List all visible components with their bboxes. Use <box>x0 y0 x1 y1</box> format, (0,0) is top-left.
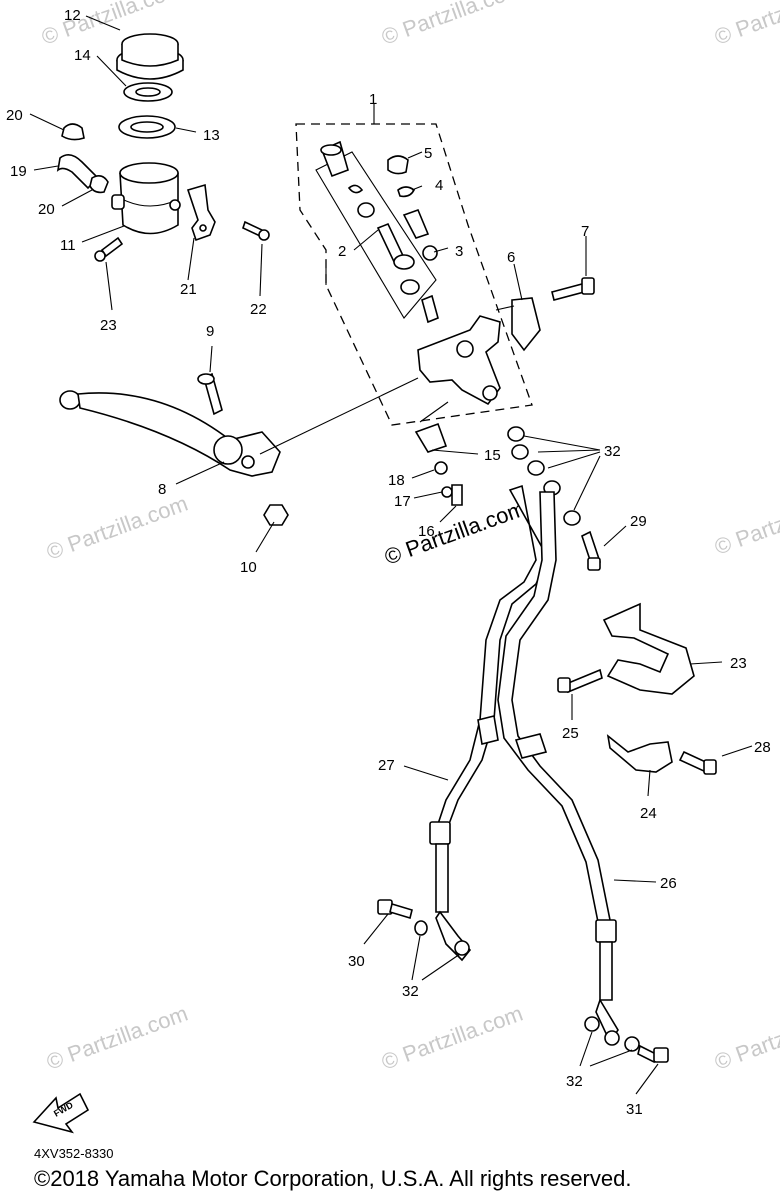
brake-lever <box>59 390 281 477</box>
callout-31b: 31 <box>626 1101 643 1118</box>
callout-30: 29 <box>630 513 647 530</box>
reservoir-cap <box>116 33 184 80</box>
dust-boot <box>387 155 409 175</box>
union-bolt <box>581 530 601 571</box>
lower-washer-left <box>414 920 428 936</box>
watermark: © Partzilla.com <box>43 491 191 565</box>
callout-20b: 20 <box>38 201 55 218</box>
reservoir-body <box>111 162 181 235</box>
lower-washer-right-a <box>584 1016 600 1032</box>
lower-washer-right-b <box>624 1036 640 1052</box>
diaphragm-plate <box>123 82 173 102</box>
callout-13: 13 <box>203 127 220 144</box>
bracket-screw <box>242 220 270 241</box>
callout-12: 12 <box>64 7 81 24</box>
callout-28: 27 <box>378 757 395 774</box>
watermark: © Partzilla.com <box>711 1001 780 1075</box>
watermark: © Partzilla.com <box>711 486 780 560</box>
bleed-screw <box>402 208 430 239</box>
watermark: © Partzilla.com <box>711 0 780 50</box>
callout-32c: 32 <box>566 1073 583 1090</box>
bracket-bolt <box>557 668 603 694</box>
callout-19: 19 <box>10 163 27 180</box>
reservoir-screw <box>94 236 124 262</box>
lower-union-bolt-right <box>637 1044 669 1064</box>
callout-16: 16 <box>418 523 435 540</box>
callout-32b: 32 <box>402 983 419 1000</box>
callout-31a: 30 <box>348 953 365 970</box>
callout-20a: 20 <box>6 107 23 124</box>
circlip <box>397 186 416 198</box>
callout-11: 11 <box>60 237 76 254</box>
hose-bracket <box>602 602 695 695</box>
fwd-arrow-icon: FWD <box>32 1092 90 1134</box>
callout-6: 6 <box>507 249 515 266</box>
callout-4: 4 <box>435 177 443 194</box>
lever-bolt <box>197 372 223 416</box>
callout-10: 10 <box>240 559 257 576</box>
callout-3: 3 <box>455 243 463 260</box>
switch-screw <box>451 484 463 506</box>
handlebar-clamp <box>495 297 541 352</box>
piston-parts <box>320 140 439 324</box>
callout-14: 14 <box>74 47 91 64</box>
callout-17: 17 <box>394 493 411 510</box>
leader-lines <box>29 15 753 1095</box>
master-cylinder-body <box>417 315 501 406</box>
callout-7: 7 <box>581 223 589 240</box>
diagram-code: 4XV352-8330 <box>34 1146 114 1161</box>
clamp-bolt <box>551 277 595 301</box>
copper-washers <box>507 426 581 526</box>
callout-9: 9 <box>206 323 214 340</box>
callout-21: 21 <box>180 281 197 298</box>
callout-5: 5 <box>424 145 432 162</box>
callout-27: 26 <box>660 875 677 892</box>
reservoir-hose <box>56 154 100 190</box>
hose-holder <box>606 734 673 773</box>
brake-switch <box>414 422 448 453</box>
callout-25: 24 <box>640 805 657 822</box>
brake-hose-right <box>497 491 620 1046</box>
watermark: © Partzilla.com <box>378 0 526 50</box>
hose-guides <box>477 715 548 759</box>
callout-32a: 32 <box>604 443 621 460</box>
callout-1: 1 <box>369 91 377 108</box>
reservoir-bracket <box>186 183 216 242</box>
callout-24: 23 <box>730 655 747 672</box>
diaphragm <box>118 115 176 139</box>
watermark: © Partzilla.com <box>378 1001 526 1075</box>
small-spacer <box>441 486 453 498</box>
callout-8: 8 <box>158 481 166 498</box>
callout-18: 18 <box>388 472 405 489</box>
cap-ball <box>422 245 438 261</box>
kit-boundary <box>295 123 533 426</box>
callout-29: 28 <box>754 739 771 756</box>
callout-22: 22 <box>250 301 267 318</box>
copyright-notice: ©2018 Yamaha Motor Corporation, U.S.A. A… <box>34 1166 632 1191</box>
small-washer <box>434 461 448 475</box>
callout-23: 23 <box>100 317 117 334</box>
holder-bolt <box>678 750 717 775</box>
watermark: © Partzilla.com <box>43 1001 191 1075</box>
callout-2: 2 <box>338 243 346 260</box>
callout-15: 15 <box>484 447 501 464</box>
lever-nut <box>263 504 289 526</box>
hose-clamp <box>61 123 109 194</box>
brake-hose-left <box>429 484 549 962</box>
callout-26: 25 <box>562 725 579 742</box>
lower-union-bolt-left <box>377 899 413 920</box>
